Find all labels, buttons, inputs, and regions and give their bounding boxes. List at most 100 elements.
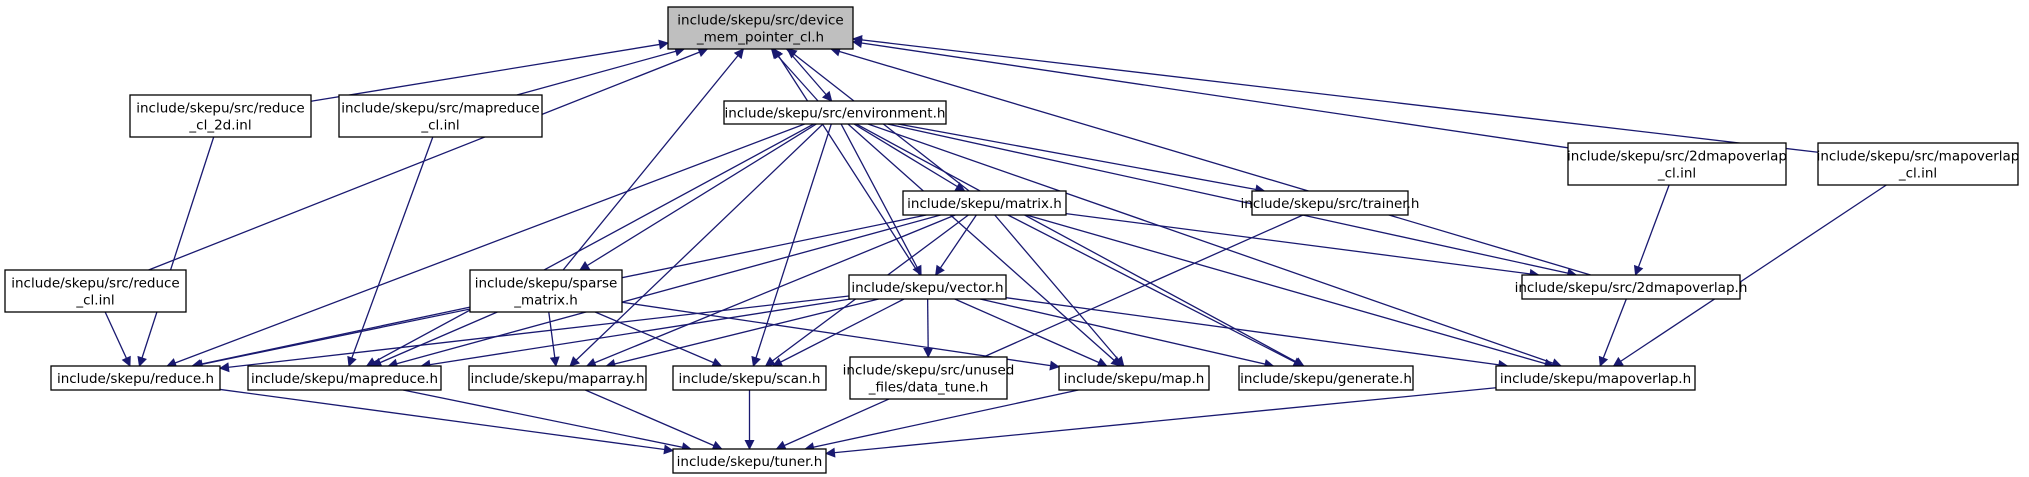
edge-vector-to-dtune	[923, 298, 934, 358]
node-box	[4, 269, 187, 313]
edge-env-to-vector	[840, 123, 922, 276]
edge-vector-to-map	[954, 298, 1108, 367]
edge-matrix-to-gen	[1007, 214, 1304, 367]
edge-sparse-to-dmp	[562, 48, 745, 271]
node-reduce[interactable]: include/skepu/reduce.h	[50, 365, 221, 391]
edge-vector-to-mapov	[1005, 297, 1509, 370]
nodes: include/skepu/src/device_mem_pointer_cl.…	[4, 6, 2020, 474]
edge-env-to-m2d	[887, 123, 1578, 278]
node-rcl2d[interactable]: include/skepu/src/reduce_cl_2d.inl	[129, 94, 312, 138]
edges	[104, 34, 1887, 458]
edge-vector-to-maparr	[605, 298, 879, 369]
node-matrix[interactable]: include/skepu/matrix.h	[902, 190, 1067, 216]
edge-rcl-to-reduce	[104, 311, 131, 367]
node-rcl[interactable]: include/skepu/src/reduce_cl.inl	[4, 269, 187, 313]
edge-env-to-scan	[751, 123, 832, 367]
node-box	[1251, 190, 1409, 216]
node-dtune[interactable]: include/skepu/src/unused_files/data_tune…	[843, 356, 1015, 400]
edge-m2dcl-to-dmp	[852, 38, 1569, 149]
node-tuner[interactable]: include/skepu/tuner.h	[672, 448, 827, 474]
node-box	[902, 190, 1067, 216]
node-box	[1567, 142, 1787, 186]
edge-dmp-to-env	[786, 48, 833, 102]
node-label: include/skepu/vector.h	[851, 280, 1003, 296]
node-box	[1238, 365, 1414, 391]
node-label: _files/data_tune.h	[868, 380, 989, 396]
node-label: include/skepu/tuner.h	[677, 454, 823, 470]
node-box	[1521, 274, 1741, 300]
node-mapov[interactable]: include/skepu/mapoverlap.h	[1495, 365, 1696, 391]
node-label: _cl.inl	[1657, 166, 1696, 182]
edge-vector-to-scan	[772, 298, 905, 367]
node-box	[129, 94, 312, 138]
node-box	[50, 365, 221, 391]
node-scan[interactable]: include/skepu/scan.h	[672, 365, 827, 391]
edge-matrix-to-maparr	[585, 214, 956, 368]
node-mapred[interactable]: include/skepu/mapreduce.h	[247, 365, 442, 391]
node-label: _matrix.h	[513, 293, 578, 309]
edge-mrcl-to-mapred	[347, 136, 434, 367]
node-m2d[interactable]: include/skepu/src/2dmapoverlap.h	[1515, 274, 1748, 300]
edge-matrix-to-m2d	[1065, 212, 1540, 279]
edge-matrix-to-mapov	[1026, 214, 1555, 369]
node-sparse[interactable]: include/skepu/sparse_matrix.h	[469, 269, 623, 313]
node-label: _cl.inl	[75, 293, 114, 309]
node-label: include/skepu/sparse	[475, 276, 618, 292]
node-label: include/skepu/mapreduce.h	[251, 371, 438, 387]
node-label: include/skepu/src/mapoverlap	[1817, 149, 2020, 165]
edge-sparse-to-maparr	[548, 311, 560, 367]
node-box	[1817, 142, 2019, 186]
edge-mocl-to-dmp	[852, 34, 1819, 153]
node-map[interactable]: include/skepu/map.h	[1058, 365, 1210, 391]
node-label: include/skepu/src/reduce	[11, 276, 179, 292]
edge-trainer-to-tuner	[775, 214, 1304, 450]
node-label: _cl.inl	[420, 118, 459, 134]
edge-vector-to-reduce	[219, 295, 850, 373]
node-vector[interactable]: include/skepu/vector.h	[848, 274, 1007, 300]
node-env[interactable]: include/skepu/src/environment.h	[723, 100, 947, 125]
edge-mapred-to-tuner	[402, 389, 692, 453]
node-box	[672, 365, 827, 391]
node-trainer[interactable]: include/skepu/src/trainer.h	[1241, 190, 1420, 216]
node-label: include/skepu/src/2dmapoverlap.h	[1515, 280, 1748, 296]
node-label: include/skepu/src/device	[677, 13, 843, 29]
node-label: include/skepu/src/unused	[843, 363, 1015, 379]
edge-env-to-mapred	[365, 123, 815, 367]
edge-rcl-to-dmp	[148, 47, 709, 271]
node-maparr[interactable]: include/skepu/maparray.h	[468, 365, 647, 391]
edge-env-to-reduce	[166, 123, 805, 368]
edge-sparse-to-mapred	[371, 311, 498, 368]
edge-vector-to-dmp	[773, 48, 921, 276]
edge-env-to-mapov	[867, 123, 1563, 368]
node-dmp[interactable]: include/skepu/src/device_mem_pointer_cl.…	[667, 6, 854, 50]
node-box	[469, 269, 623, 313]
edge-rcl2d-to-dmp	[310, 39, 669, 102]
node-box	[849, 356, 1008, 400]
node-label: include/skepu/src/2dmapoverlap	[1567, 149, 1787, 165]
node-box	[1058, 365, 1210, 391]
node-box	[468, 365, 647, 391]
edge-sparse-to-map	[621, 301, 1060, 371]
node-label: _cl.inl	[1898, 166, 1937, 182]
node-m2dcl[interactable]: include/skepu/src/2dmapoverlap_cl.inl	[1567, 142, 1787, 186]
edge-map-to-tuner	[804, 389, 1079, 452]
edge-matrix-to-map	[994, 214, 1125, 367]
node-mocl[interactable]: include/skepu/src/mapoverlap_cl.inl	[1817, 142, 2020, 186]
edge-maparr-to-tuner	[585, 389, 723, 451]
edge-mocl-to-mapov	[1612, 184, 1887, 367]
node-label: include/skepu/src/trainer.h	[1241, 196, 1420, 212]
edge-sparse-to-reduce	[191, 306, 471, 370]
node-label: include/skepu/src/reduce	[136, 101, 304, 117]
node-label: include/skepu/reduce.h	[57, 371, 214, 387]
node-label: include/skepu/scan.h	[679, 371, 821, 387]
node-box	[848, 274, 1007, 300]
edge-sparse-to-scan	[594, 311, 723, 368]
edge-env-to-gen	[855, 123, 1305, 367]
node-box	[1495, 365, 1696, 391]
edge-env-to-matrix	[853, 123, 966, 192]
node-mrcl[interactable]: include/skepu/src/mapreduce_cl.inl	[338, 94, 543, 138]
node-label: include/skepu/matrix.h	[907, 196, 1062, 212]
edge-m2d-to-mapov	[1598, 298, 1627, 367]
node-box	[672, 448, 827, 474]
node-gen[interactable]: include/skepu/generate.h	[1238, 365, 1414, 391]
